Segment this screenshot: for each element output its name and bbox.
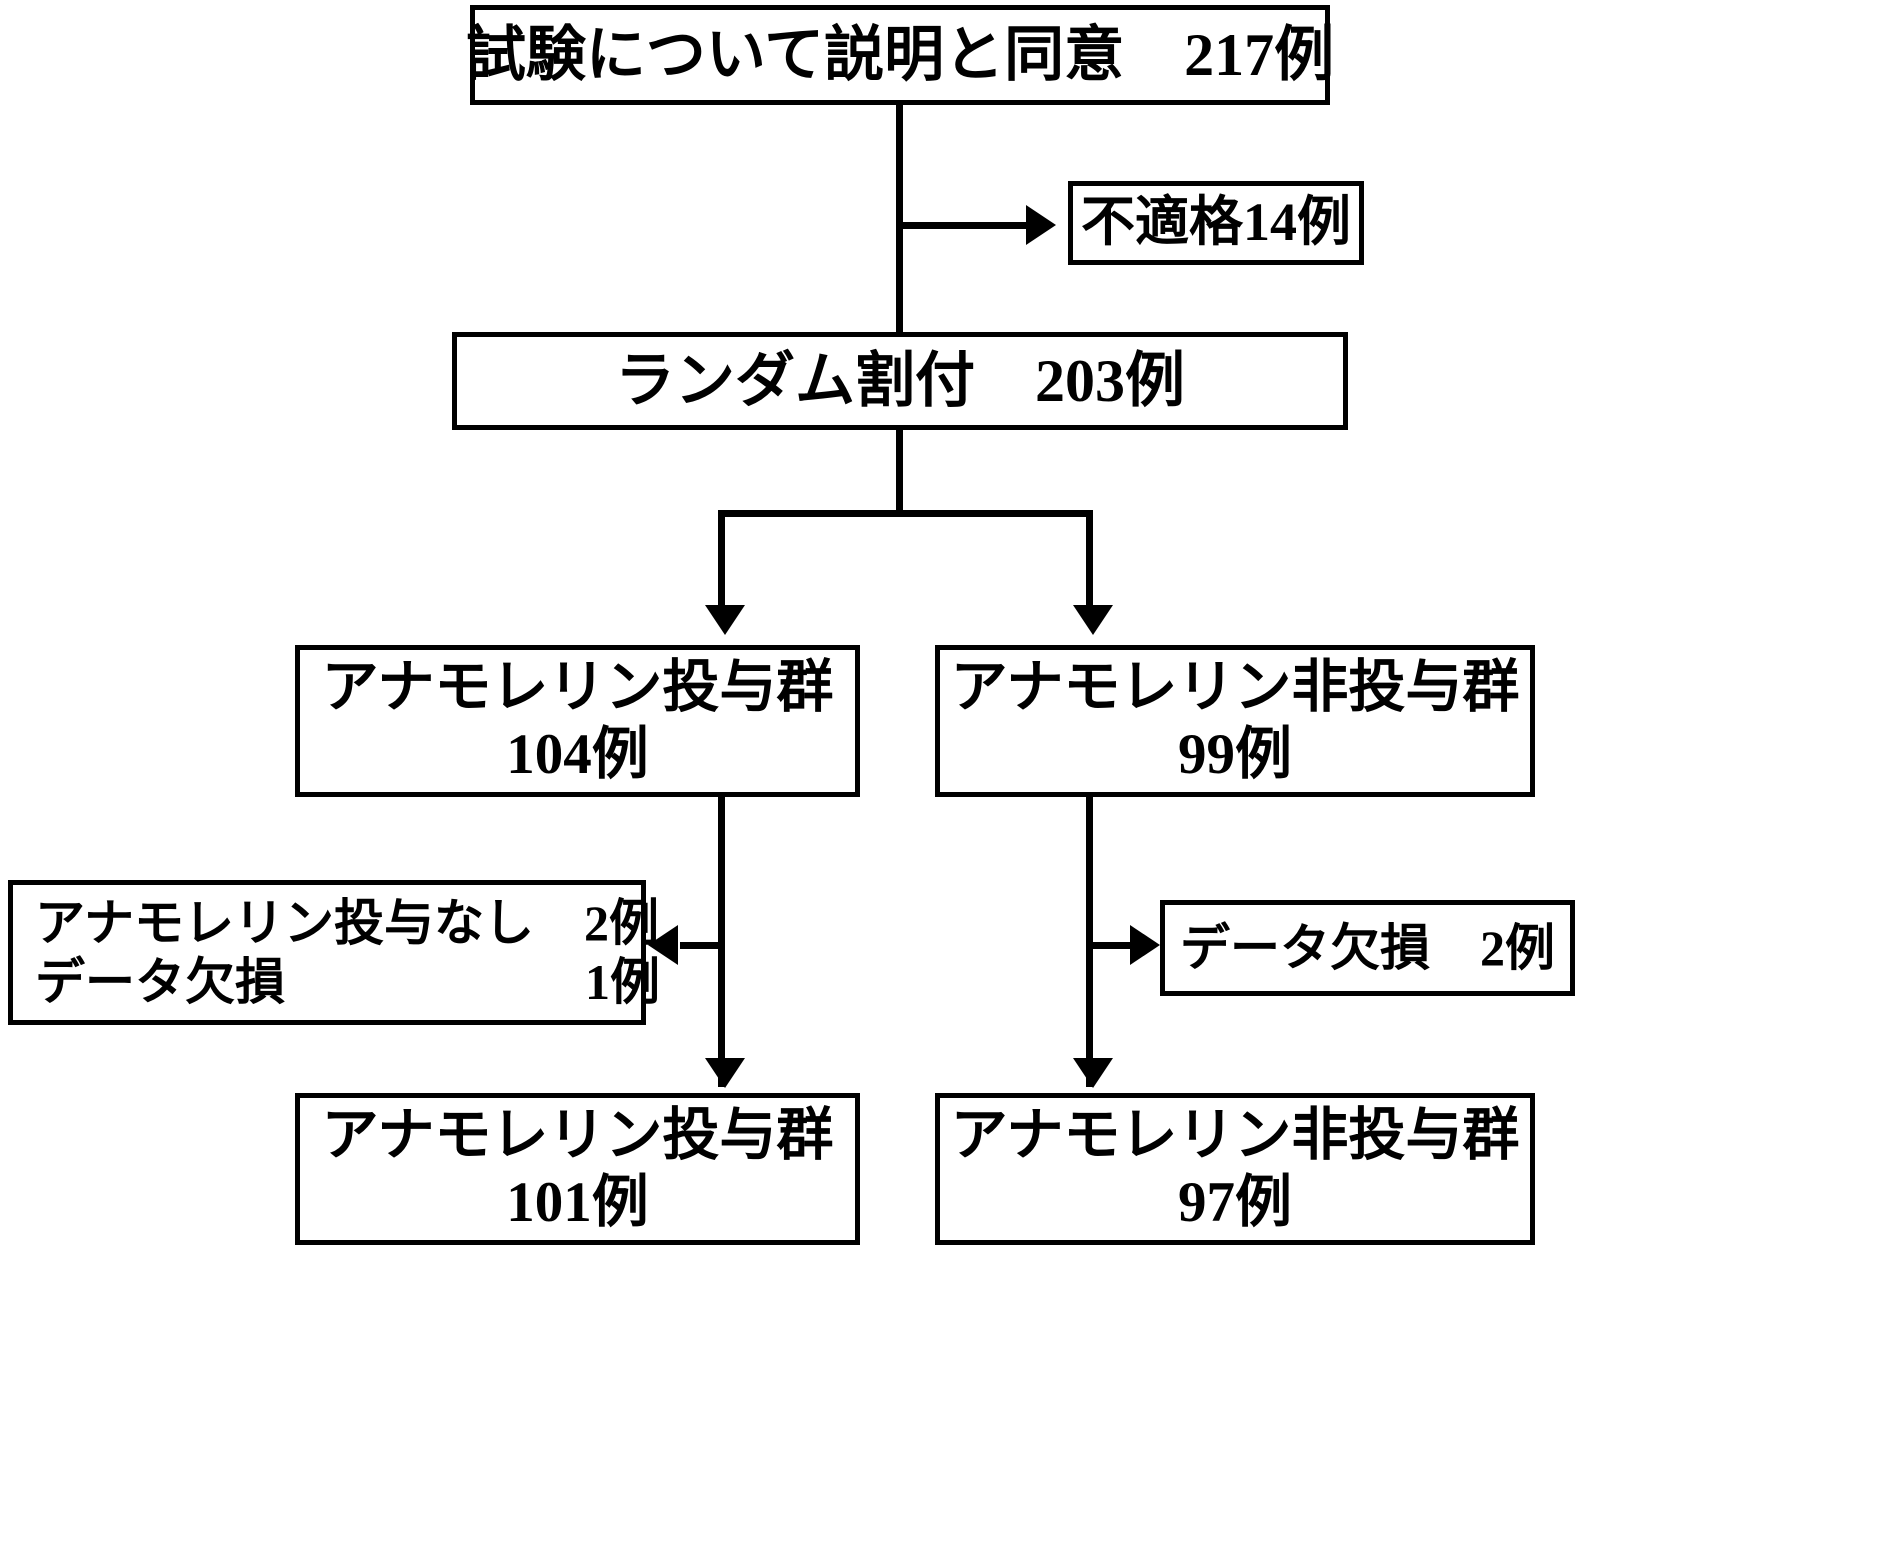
arrowhead-control-analyzed-icon: [1073, 1058, 1113, 1088]
arrowhead-treatment-analyzed-icon: [705, 1058, 745, 1088]
node-control-exclusion-1: データ欠損 2例: [1180, 919, 1555, 976]
connector-to-ineligible: [896, 222, 1026, 229]
arrowhead-control-exclusions-icon: [1130, 925, 1160, 965]
connector-randomization-stem: [896, 430, 903, 513]
connector-randomization-split: [718, 510, 1093, 517]
node-ineligible: 不適格14例: [1068, 181, 1364, 265]
arrowhead-ineligible-icon: [1026, 205, 1056, 245]
node-treatment-exclusion-1: アナモレリン投与なし 2例: [35, 894, 659, 951]
connector-to-treatment-group: [718, 510, 725, 610]
node-consent: 試験について説明と同意 217例: [466, 5, 1334, 105]
node-control-exclusions: データ欠損 2例: [1160, 900, 1575, 996]
node-control-analyzed: アナモレリン非投与群 97例: [935, 1093, 1535, 1245]
arrowhead-control-group-icon: [1073, 605, 1113, 635]
node-treatment-analyzed-count: 101例: [506, 1171, 649, 1234]
connector-consent-to-randomization: [896, 105, 903, 335]
node-randomization-text: ランダム割付 203例: [615, 347, 1185, 414]
node-randomization: ランダム割付 203例: [452, 332, 1348, 430]
connector-to-control-group: [1086, 510, 1093, 610]
node-treatment-analyzed-label: アナモレリン投与群: [321, 1103, 834, 1167]
arrowhead-treatment-group-icon: [705, 605, 745, 635]
node-treatment-exclusions: アナモレリン投与なし 2例 データ欠損 1例: [8, 880, 660, 1025]
node-control-analyzed-label: アナモレリン非投与群: [950, 1103, 1520, 1167]
connector-control-down: [1086, 797, 1093, 1087]
connector-to-control-exclusions: [1090, 942, 1132, 949]
node-treatment-exclusion-2: データ欠損 1例: [35, 953, 660, 1010]
arrowhead-treatment-exclusions-icon: [648, 925, 678, 965]
node-treatment-group-count: 104例: [506, 723, 649, 786]
node-treatment-group-label: アナモレリン投与群: [321, 655, 834, 719]
node-consent-text: 試験について説明と同意 217例: [465, 21, 1335, 88]
node-treatment-group: アナモレリン投与群 104例: [295, 645, 860, 797]
node-control-analyzed-count: 97例: [1178, 1171, 1292, 1234]
node-control-group: アナモレリン非投与群 99例: [935, 645, 1535, 797]
node-control-group-count: 99例: [1178, 723, 1292, 786]
node-control-group-label: アナモレリン非投与群: [950, 655, 1520, 719]
node-ineligible-text: 不適格14例: [1081, 192, 1351, 253]
connector-to-treatment-exclusions: [680, 942, 725, 949]
node-treatment-analyzed: アナモレリン投与群 101例: [295, 1093, 860, 1245]
